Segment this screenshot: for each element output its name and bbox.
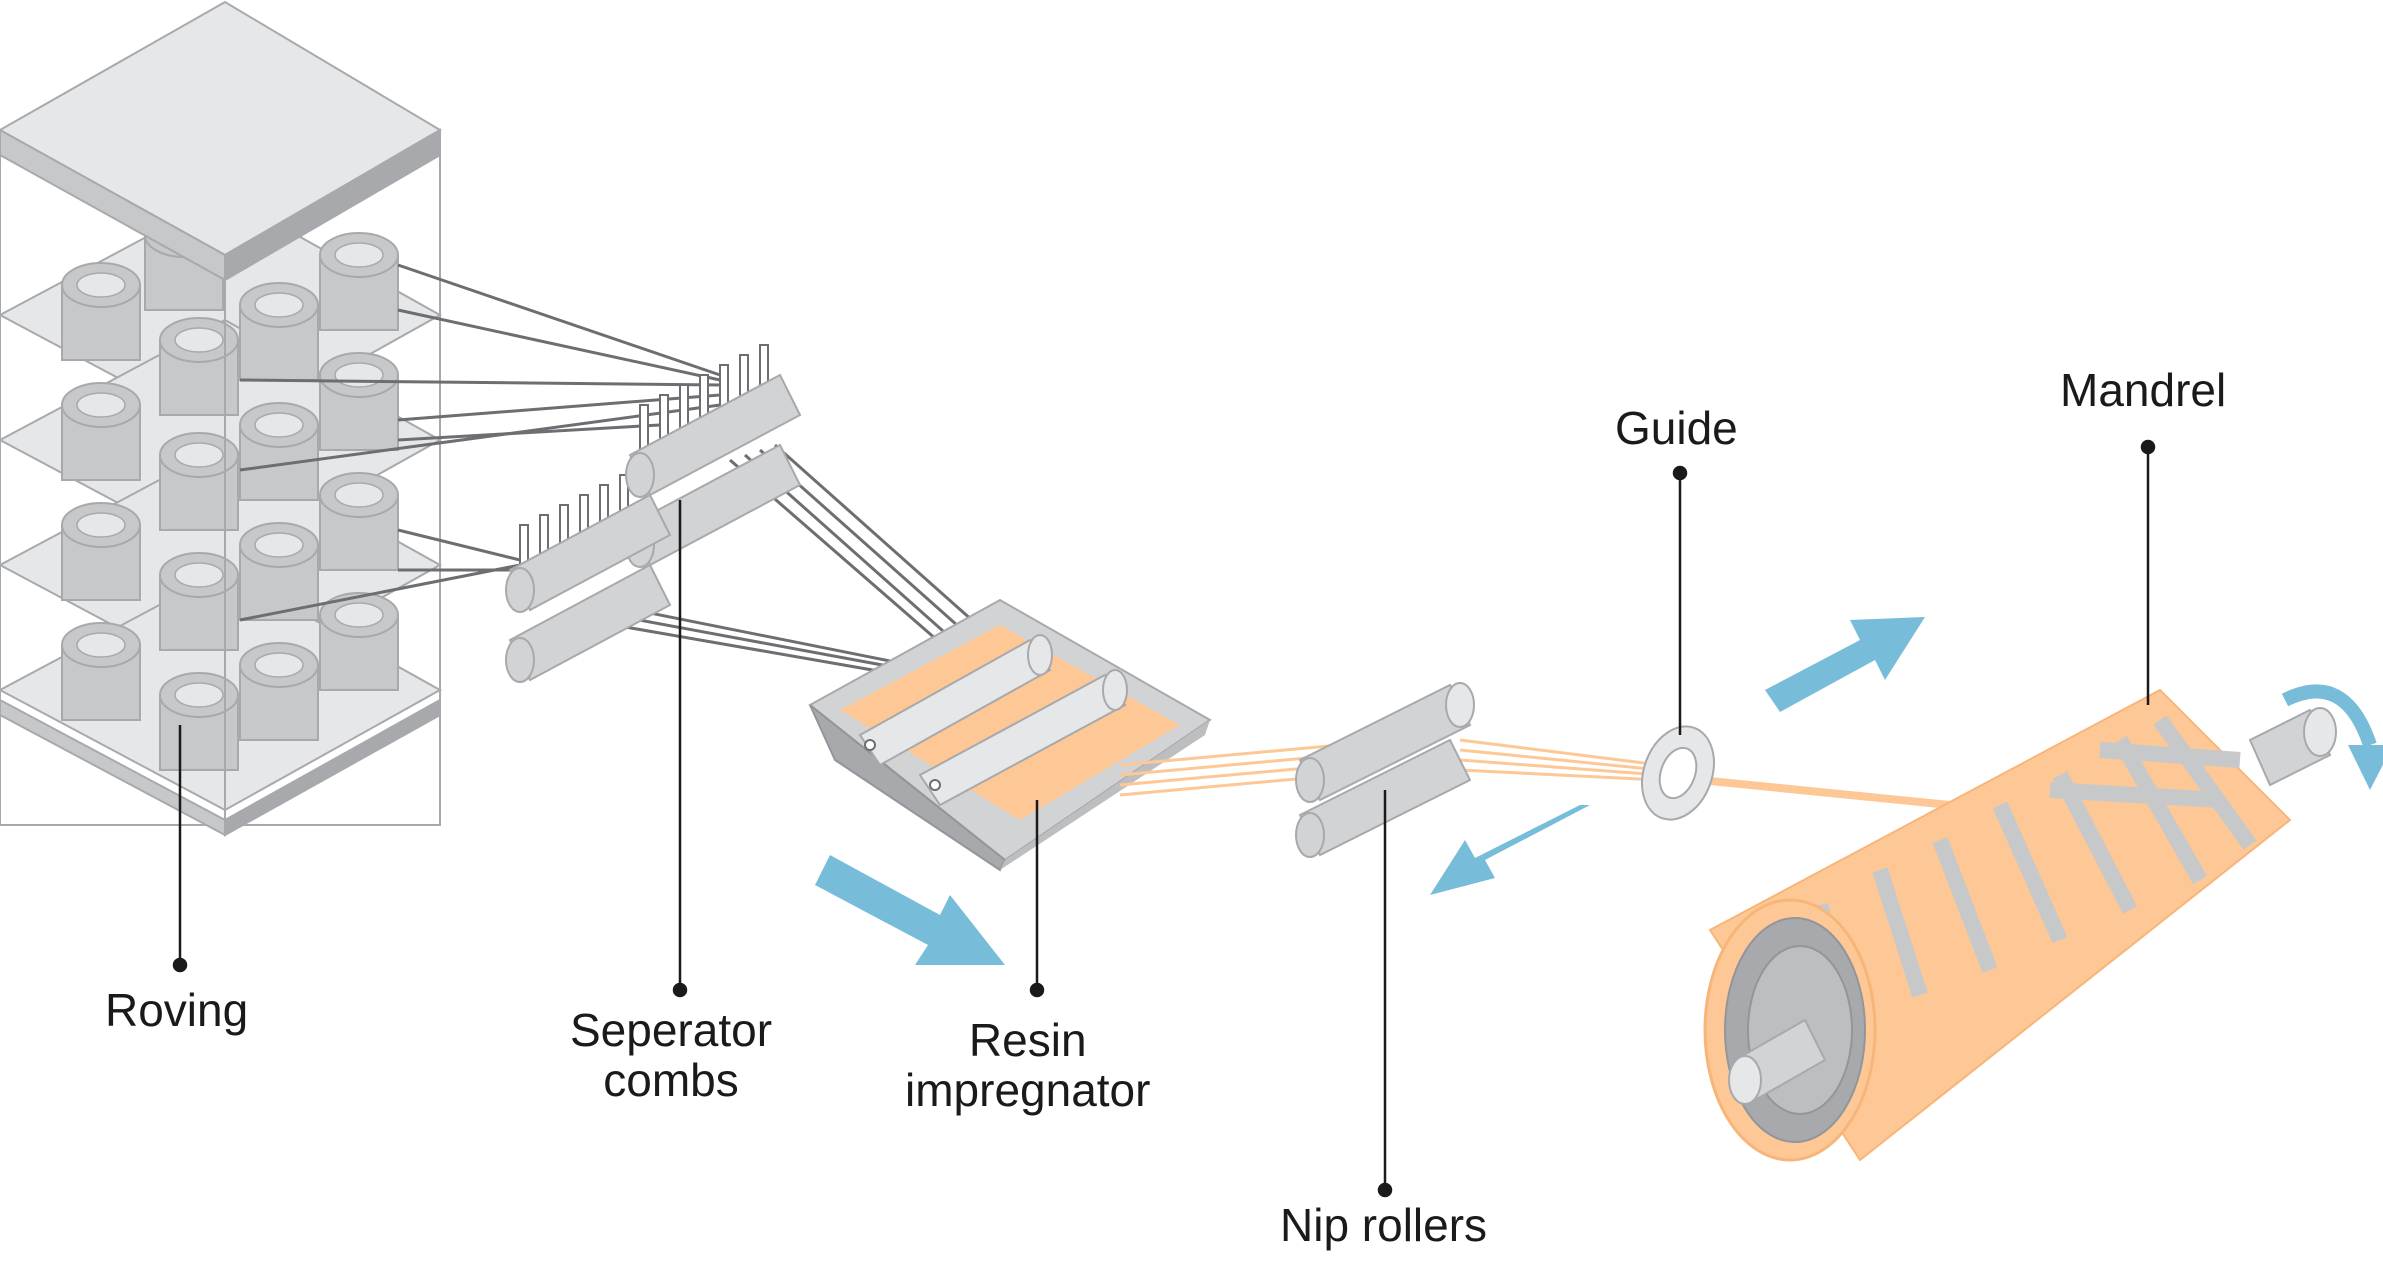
label-resin-line2: impregnator: [905, 1064, 1151, 1116]
roving-creel: [0, 0, 443, 837]
label-mandrel: Mandrel: [2060, 364, 2227, 416]
guide-ring: [1641, 725, 1715, 821]
label-separator-line2: combs: [603, 1054, 739, 1106]
label-nip-rollers: Nip rollers: [1280, 1199, 1488, 1251]
label-roving: Roving: [105, 984, 249, 1036]
label-separator-combs: Seperator combs: [570, 1005, 772, 1105]
leader-lines: [172, 439, 2156, 1198]
label-guide: Guide: [1615, 402, 1738, 454]
rotation-arrow-icon: [2281, 684, 2377, 748]
creel-top: [0, 0, 442, 282]
motion-arrow-icon: [815, 617, 1925, 965]
wet-fiber-band: [1119, 738, 1951, 809]
label-separator-line1: Seperator: [570, 1004, 773, 1056]
leader-dot-icon: [172, 957, 188, 973]
rotation-arrow-head-icon: [2348, 745, 2383, 790]
separator-combs: [505, 344, 802, 683]
label-resin-impregnator: Resin impregnator: [905, 1015, 1150, 1115]
mandrel: [1703, 688, 2337, 1162]
resin-impregnator: [808, 598, 1212, 872]
label-resin-line1: Resin: [968, 1014, 1087, 1066]
